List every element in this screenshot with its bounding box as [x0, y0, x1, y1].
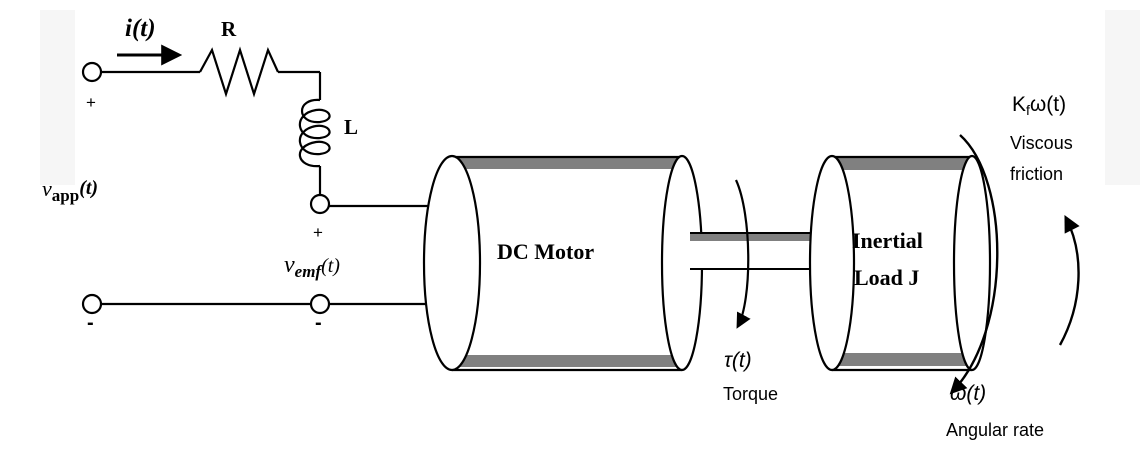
current-label: i(t) — [125, 15, 156, 42]
angular-rate-symbol: ω(t) — [950, 382, 986, 405]
shaft — [690, 232, 826, 270]
torque-name: Torque — [723, 384, 778, 404]
minus-sign-left: - — [87, 312, 94, 334]
motor-label: DC Motor — [497, 239, 594, 264]
angular-rate-name: Angular rate — [946, 420, 1044, 440]
angular-rate-arrow — [949, 134, 999, 395]
load-cylinder — [808, 154, 992, 372]
load-label-line2: Load J — [854, 265, 919, 290]
torque-arrow — [734, 179, 751, 329]
inductor — [298, 98, 331, 168]
resistor-label: R — [221, 17, 237, 41]
friction-name-line1: Viscous — [1010, 133, 1073, 153]
inductor-label: L — [344, 115, 358, 139]
minus-sign-emf: - — [315, 312, 322, 334]
motor-cylinder — [422, 154, 704, 372]
friction-symbol: Kfω(t) — [1012, 93, 1066, 118]
applied-voltage-label: vapp(t) — [42, 176, 98, 205]
torque-symbol: τ(t) — [724, 349, 752, 372]
resistor — [199, 46, 280, 98]
plus-sign-top: + — [86, 93, 96, 112]
terminal-top-left — [81, 61, 103, 83]
plus-sign-emf: + — [313, 223, 323, 242]
friction-name-line2: friction — [1010, 164, 1063, 184]
emf-voltage-label: vemf(t) — [284, 252, 340, 281]
terminal-emf-plus — [309, 193, 331, 215]
friction-arrow — [1058, 215, 1080, 346]
circuit — [81, 46, 432, 315]
watermark-shape — [40, 10, 1140, 185]
terminal-bottom-left — [81, 293, 103, 315]
terminal-emf-minus — [309, 293, 331, 315]
load-label-line1: Inertial — [852, 228, 923, 253]
